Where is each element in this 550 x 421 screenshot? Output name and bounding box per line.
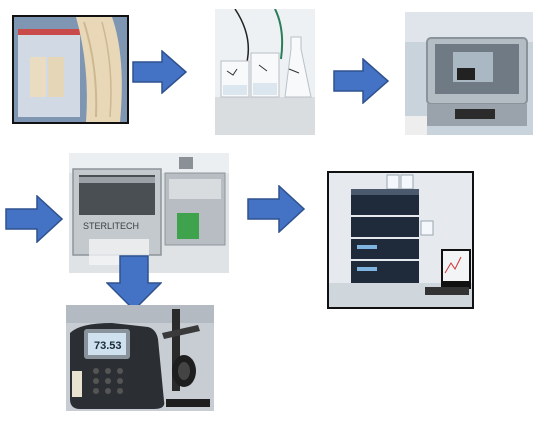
fabric-sample-photo <box>12 15 129 124</box>
beakers-illustration <box>215 9 315 135</box>
filtration-illustration: STERLITECH <box>69 153 229 273</box>
fabric-sample-illustration <box>14 17 127 122</box>
sterlitech-label: STERLITECH <box>83 221 139 231</box>
hplc-illustration <box>329 173 472 307</box>
hplc-system-photo <box>327 171 474 309</box>
glass-beakers-photo <box>215 9 315 135</box>
arrow-right-2 <box>333 58 389 104</box>
arrow-right-4 <box>247 185 305 233</box>
arrow-right-3 <box>5 195 63 243</box>
sonicator-illustration <box>405 12 533 135</box>
ph-meter-photo: 73.53 <box>66 305 214 411</box>
arrow-down <box>106 255 162 311</box>
ultrasonic-bath-photo <box>405 12 533 135</box>
sterlitech-filtration-cell-photo: STERLITECH <box>69 153 229 273</box>
meter-reading: 73.53 <box>94 340 122 352</box>
meter-illustration: 73.53 <box>66 305 214 411</box>
arrow-right-1 <box>132 50 187 94</box>
